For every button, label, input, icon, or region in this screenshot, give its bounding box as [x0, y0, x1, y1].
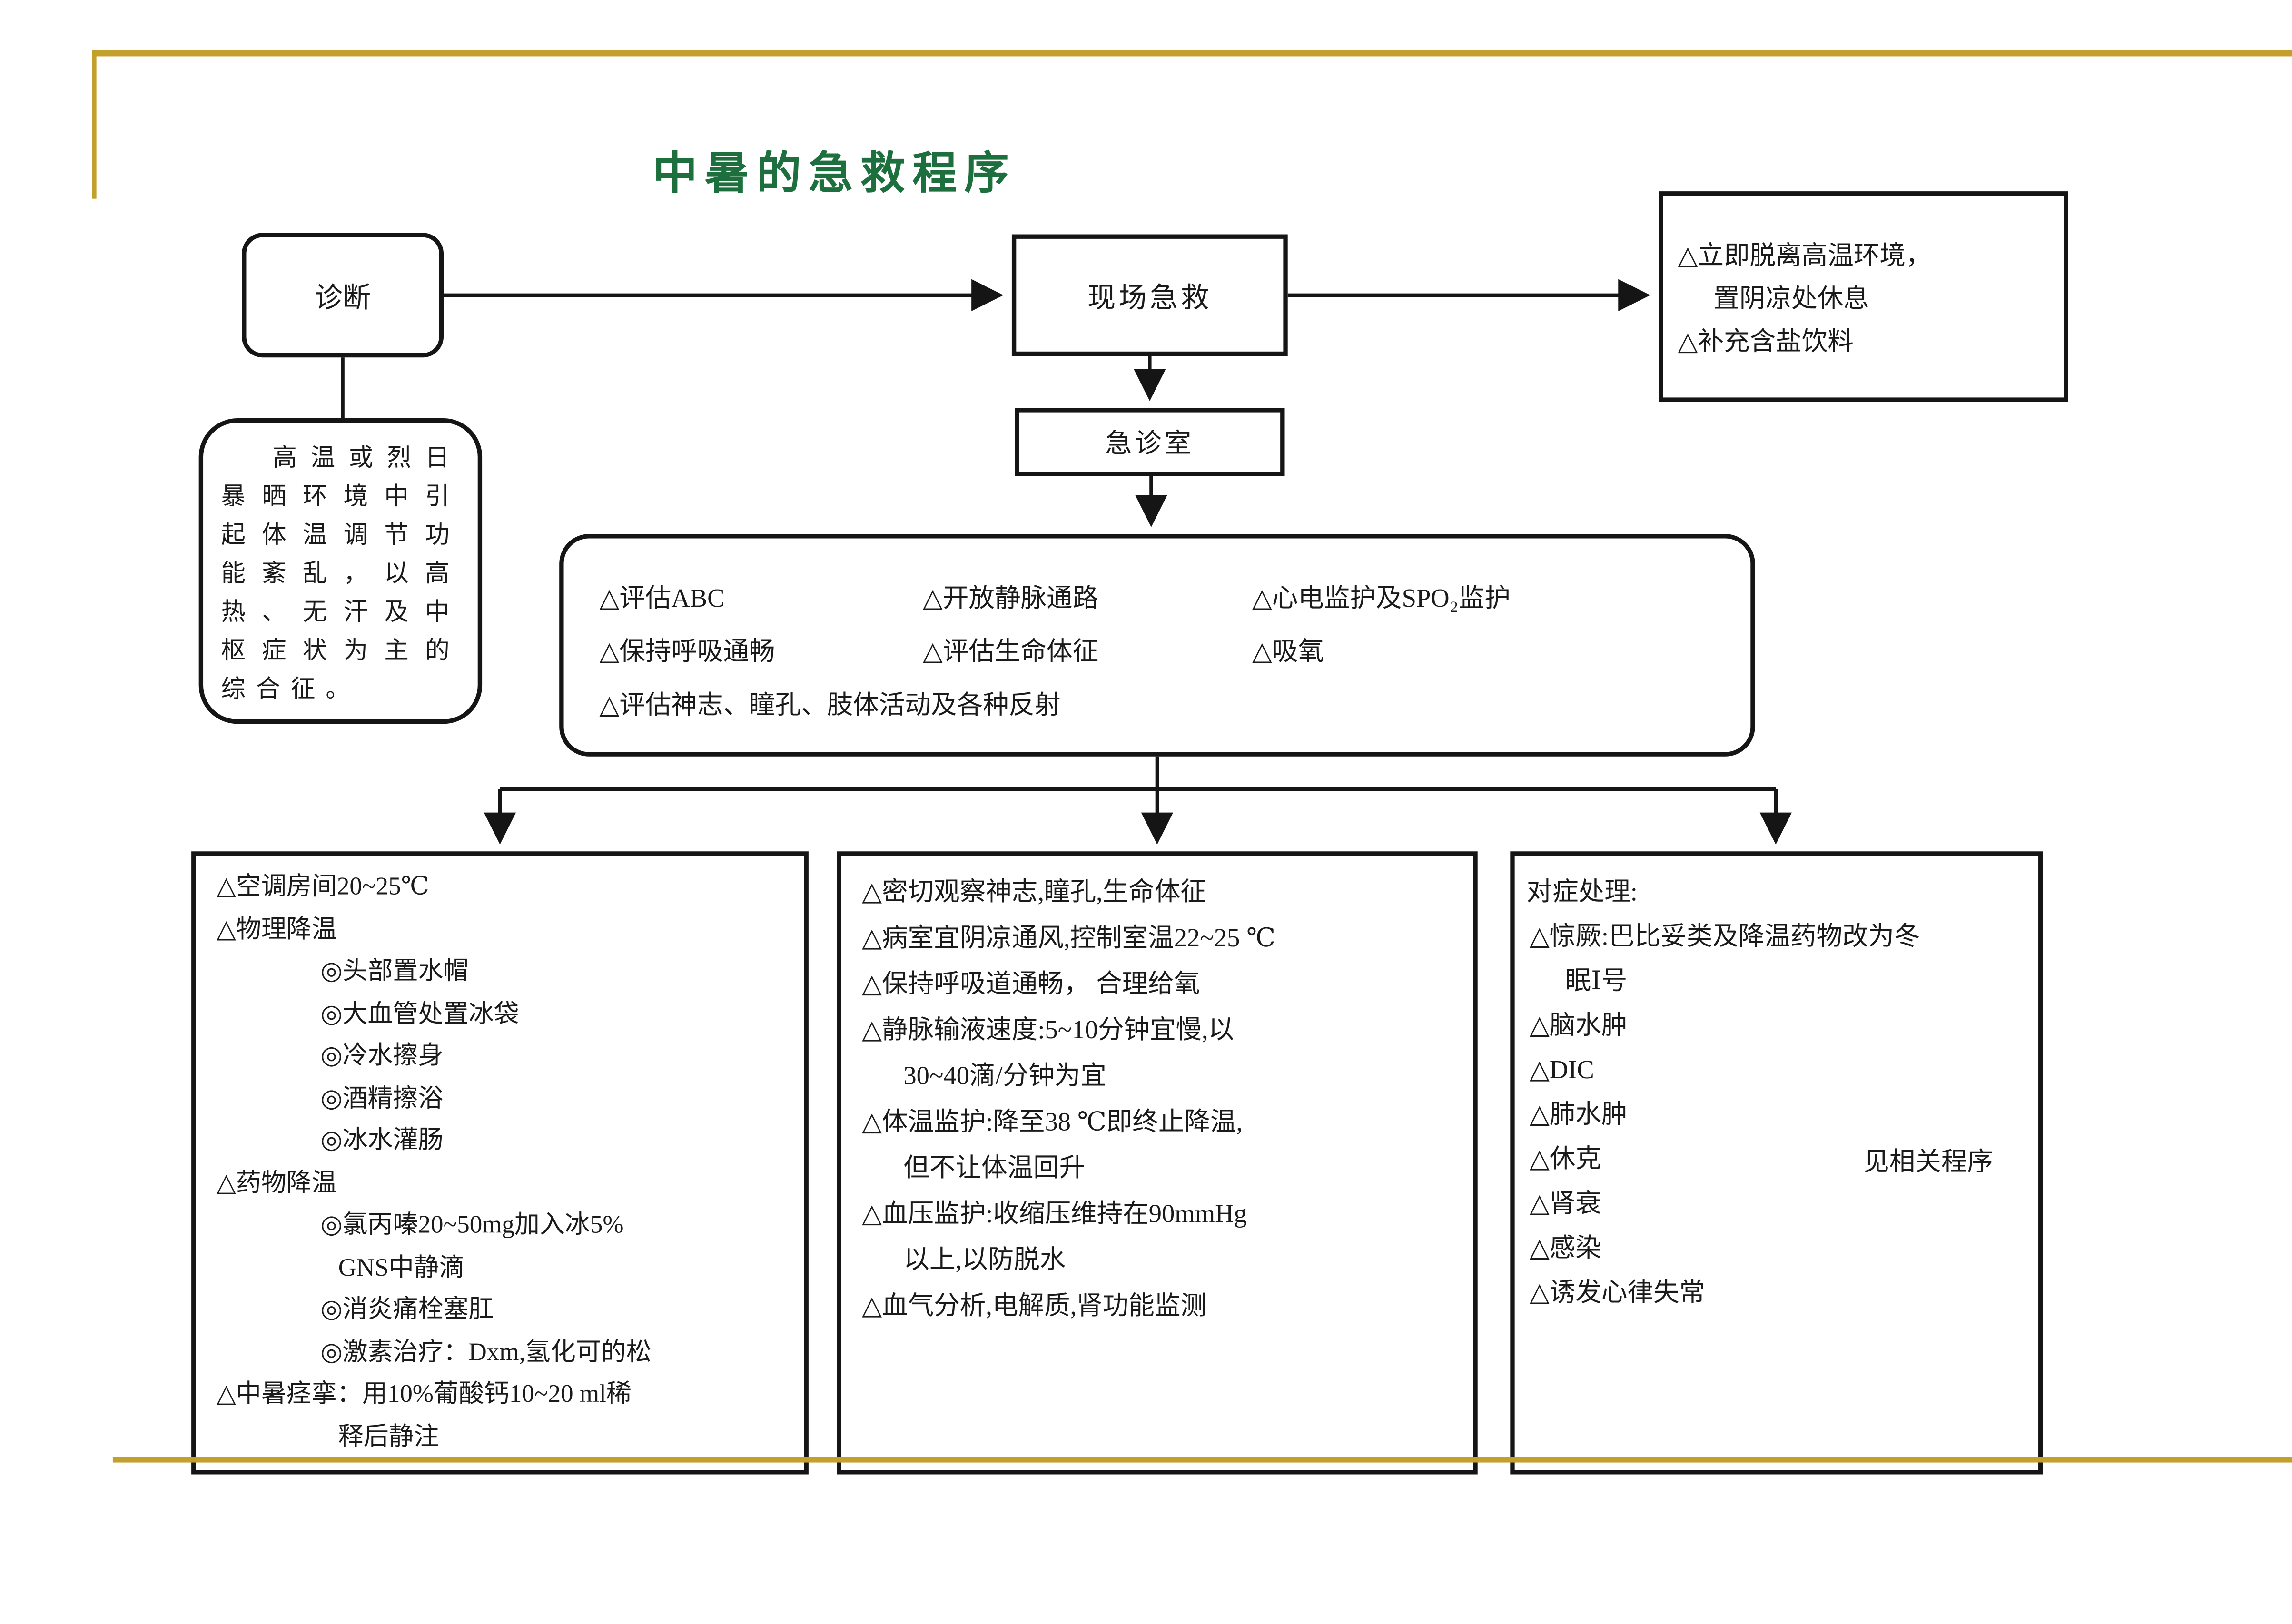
node-monitoring: △密切观察神志,瞳孔,生命体征 △病室宜阴凉通风,控制室温22~25 ℃ △保持呼吸…: [837, 851, 1478, 1475]
list-item: △静脉输液速度:5~10分钟宜慢,以: [862, 1014, 1235, 1044]
list-item: 但不让体温回升: [903, 1152, 1086, 1182]
list-item: 30~40滴/分钟为宜: [903, 1060, 1106, 1091]
list-item: ◎酒精擦浴: [320, 1083, 444, 1112]
node-diagnosis: 诊断: [242, 233, 444, 358]
list-item: ◎头部置水帽: [320, 956, 469, 985]
list-item: △吸氧: [1252, 636, 1324, 666]
list-item: △诱发心律失常: [1529, 1277, 1706, 1307]
list-item: 以上,以防脱水: [903, 1244, 1066, 1274]
definition-text: 高温或烈日暴晒环境中引起体温调节功能紊乱，以高热、无汗及中枢症状为主的综合征。: [221, 443, 460, 703]
list-item: △药物降温: [217, 1168, 337, 1197]
node-er-label: 急诊室: [1105, 428, 1195, 459]
list-item: △休克: [1529, 1143, 1601, 1173]
list-item: ◎消炎痛栓塞肛: [320, 1295, 494, 1323]
node-scene-aid-label: 现场急救: [1087, 282, 1212, 314]
symptomatic-list: △惊厥:巴比妥类及降温药物改为冬眠Ⅰ号 △脑水肿 △DIC △肺水肿 △休克 △肾衰 △感染…: [1521, 914, 2032, 1314]
frame-bottom-line: [112, 1457, 2292, 1463]
list-item: △血气分析,电解质,肾功能监测: [862, 1290, 1206, 1320]
list-item: △评估生命体征: [922, 636, 1099, 666]
symptomatic-header: 对症处理:: [1526, 876, 1638, 906]
list-item: ◎大血管处置冰袋: [320, 999, 519, 1027]
frame-left-line: [92, 50, 97, 199]
assessment-full-row: △评估神志、瞳孔、肢体活动及各种反射: [599, 689, 1061, 719]
assessment-col-1: △评估ABC △保持呼吸通畅: [599, 571, 775, 678]
list-item: △DIC: [1529, 1054, 1594, 1084]
list-item: △感染: [1529, 1232, 1601, 1262]
list-item: △开放静脉通路: [922, 583, 1099, 613]
node-definition: 高温或烈日暴晒环境中引起体温调节功能紊乱，以高热、无汗及中枢症状为主的综合征。: [198, 418, 483, 724]
list-item: △物理降温: [217, 914, 337, 943]
brace-label: 见相关程序: [1863, 1146, 1993, 1176]
assessment-col-2: △开放静脉通路 △评估生命体征: [923, 571, 1098, 678]
list-item: △评估ABC: [599, 583, 725, 613]
list-item: GNS中静滴: [338, 1252, 464, 1281]
node-cooling-measures: △空调房间20~25℃ △物理降温 ◎头部置水帽 ◎大血管处置冰袋 ◎冷水擦身 ◎酒精擦浴…: [191, 851, 809, 1475]
list-item: △肺水肿: [1529, 1099, 1628, 1129]
list-item: △中暑痉挛：用10%葡酸钙10~20 ml稀: [217, 1379, 632, 1408]
node-field-measures: △立即脱离高温环境， 置阴凉处休息 △补充含盐饮料: [1659, 191, 2068, 402]
list-item: ◎激素治疗：Dxm,氢化可的松: [320, 1337, 652, 1366]
list-item: △病室宜阴凉通风,控制室温22~25 ℃: [862, 922, 1276, 953]
assessment-col-3: △心电监护及SPO₂监护 △吸氧: [1252, 571, 1511, 678]
list-item: △保持呼吸道通畅， 合理给氧: [862, 968, 1200, 998]
list-item: ◎冷水擦身: [320, 1041, 444, 1070]
list-item: 眠Ⅰ号: [1565, 965, 1628, 995]
list-item: ◎氯丙嗪20~50mg加入冰5%: [320, 1210, 624, 1239]
list-item: △密切观察神志,瞳孔,生命体征: [862, 876, 1206, 906]
list-item: △血压监护:收缩压维持在90mmHg: [862, 1198, 1247, 1229]
list-item: △立即脱离高温环境，: [1678, 240, 1932, 270]
node-scene-aid: 现场急救: [1011, 234, 1288, 356]
frame-top-line: [92, 50, 2292, 57]
list-item: △保持呼吸通畅: [599, 636, 775, 666]
node-diagnosis-label: 诊断: [314, 282, 371, 314]
node-er: 急诊室: [1015, 408, 1285, 476]
list-item: 置阴凉处休息: [1713, 283, 1869, 313]
list-item: △空调房间20~25℃: [217, 872, 429, 901]
list-item: △惊厥:巴比妥类及降温药物改为冬: [1529, 921, 1920, 951]
list-item: ◎冰水灌肠: [320, 1125, 444, 1154]
list-item: △补充含盐饮料: [1678, 326, 1854, 356]
list-item: △肾衰: [1529, 1188, 1601, 1218]
node-symptomatic: 对症处理: △惊厥:巴比妥类及降温药物改为冬眠Ⅰ号 △脑水肿 △DIC △肺水肿 △休克…: [1510, 851, 2043, 1475]
list-item: △脑水肿: [1529, 1010, 1628, 1040]
page-title: 中暑的急救程序: [652, 149, 1017, 199]
node-assessment: △评估ABC △保持呼吸通畅 △开放静脉通路 △评估生命体征 △心电监护及SPO₂监…: [559, 534, 1755, 757]
list-item: △体温监护:降至38 ℃即终止降温,: [862, 1106, 1243, 1136]
list-item: △心电监护及SPO₂监护: [1252, 583, 1511, 613]
list-item: 释后静注: [338, 1421, 439, 1450]
